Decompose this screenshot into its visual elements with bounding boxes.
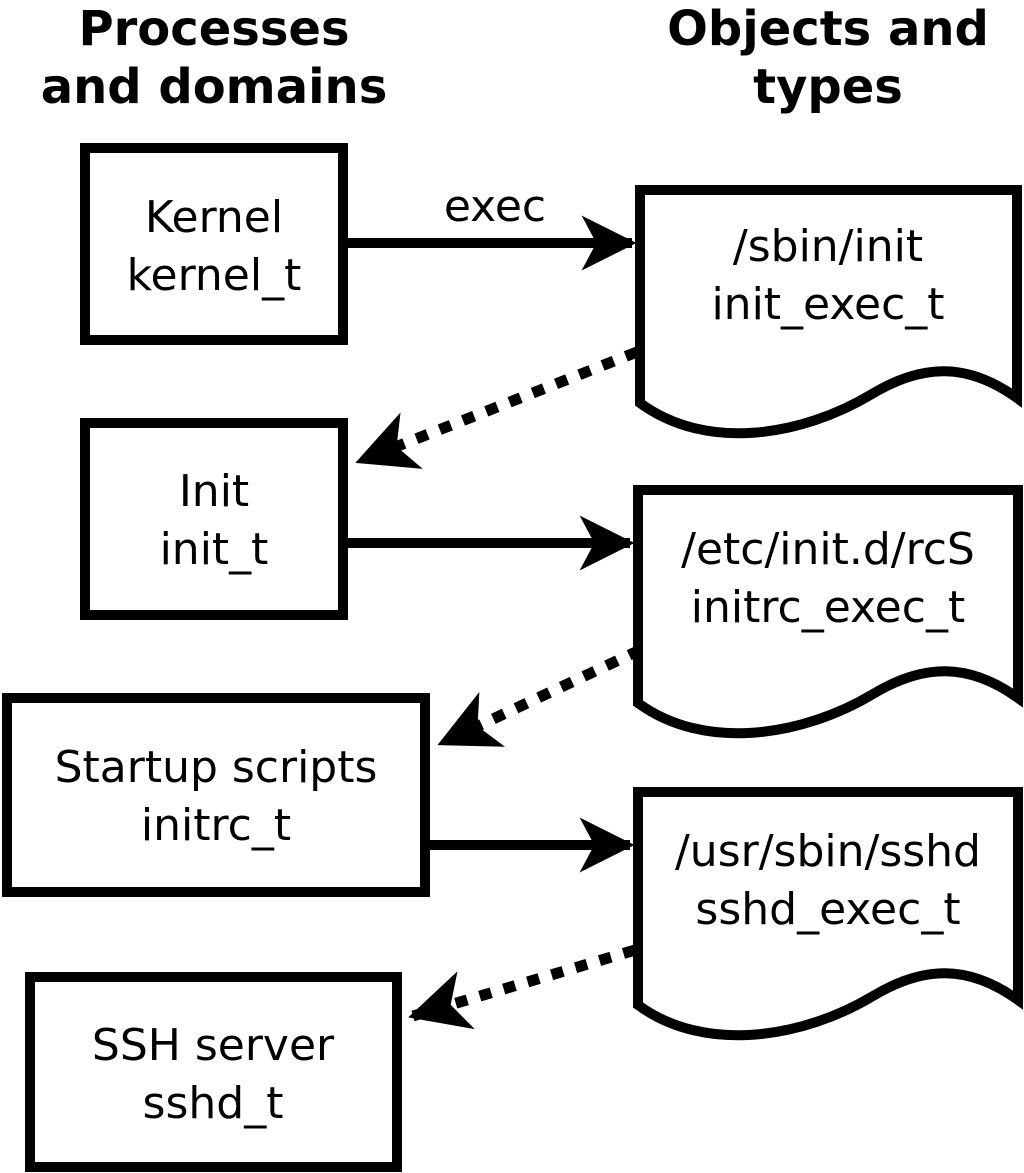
process-box-init-type: init_t bbox=[160, 524, 269, 575]
process-box-kernel-name: Kernel bbox=[145, 192, 283, 243]
process-box-startup-scripts-type: initrc_t bbox=[141, 800, 291, 851]
transition-arrow-sshd-exec-to-sshd-t bbox=[408, 944, 637, 1030]
process-box-ssh-server-name: SSH server bbox=[92, 1020, 335, 1071]
transition-arrow-initrc-exec-to-initrc-t bbox=[437, 645, 643, 748]
right-column-header-line2: types bbox=[753, 59, 903, 115]
process-box-kernel-type: kernel_t bbox=[127, 250, 302, 301]
process-box-init-name: Init bbox=[179, 466, 249, 517]
object-doc-etc-initd-rcs-shape bbox=[633, 485, 1023, 739]
transition-arrows bbox=[355, 346, 643, 1030]
process-box-ssh-server-type: sshd_t bbox=[143, 1078, 284, 1129]
process-box-ssh-server: SSH server sshd_t bbox=[25, 972, 402, 1172]
object-doc-etc-initd-rcs-path: /etc/init.d/rcS bbox=[681, 524, 975, 575]
object-doc-sbin-init-shape bbox=[635, 185, 1022, 439]
object-doc-sbin-init: /sbin/init init_exec_t bbox=[635, 185, 1022, 439]
object-doc-sbin-init-type: init_exec_t bbox=[711, 279, 944, 330]
process-box-init: Init init_t bbox=[80, 418, 348, 620]
exec-arrows: exec bbox=[348, 181, 637, 873]
object-doc-usr-sbin-sshd-type: sshd_exec_t bbox=[695, 884, 960, 935]
left-column-header-line1: Processes bbox=[78, 1, 349, 57]
process-box-ssh-server-rect bbox=[25, 972, 402, 1172]
object-doc-usr-sbin-sshd: /usr/sbin/sshd sshd_exec_t bbox=[633, 787, 1023, 1041]
right-column-header-line1: Objects and bbox=[667, 1, 989, 57]
process-box-startup-scripts-name: Startup scripts bbox=[55, 742, 378, 793]
transition-arrow-init-exec-to-init-t bbox=[355, 346, 640, 469]
object-doc-sbin-init-path: /sbin/init bbox=[733, 221, 923, 272]
process-box-startup-scripts-rect bbox=[2, 693, 430, 897]
left-column-header-line2: and domains bbox=[41, 59, 388, 115]
column-headers: Processes and domains Objects and types bbox=[41, 1, 989, 115]
process-box-kernel-rect bbox=[80, 143, 348, 345]
object-doc-etc-initd-rcs-type: initrc_exec_t bbox=[691, 582, 965, 633]
object-doc-etc-initd-rcs: /etc/init.d/rcS initrc_exec_t bbox=[633, 485, 1023, 739]
process-box-kernel: Kernel kernel_t bbox=[80, 143, 348, 345]
object-doc-usr-sbin-sshd-shape bbox=[633, 787, 1023, 1041]
object-doc-usr-sbin-sshd-path: /usr/sbin/sshd bbox=[675, 826, 981, 877]
process-box-startup-scripts: Startup scripts initrc_t bbox=[2, 693, 430, 897]
process-box-init-rect bbox=[80, 418, 348, 620]
exec-arrow-label: exec bbox=[444, 181, 546, 232]
